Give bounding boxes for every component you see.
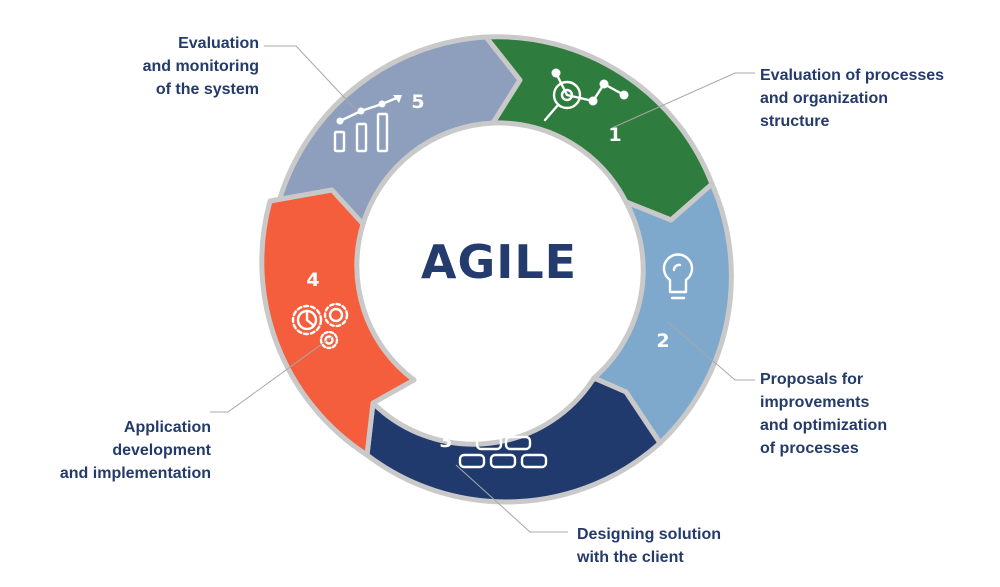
growth-chart-icon [333,95,402,153]
step-label-1: Evaluation of processes and organization… [760,67,945,130]
segment-step-1 [483,34,715,223]
lightbulb-icon [662,253,694,300]
gears-icon [291,302,349,350]
callout-line-2 [667,321,755,381]
step-number-3: 3 [439,430,452,452]
segment-step-3 [364,375,663,505]
step-number-5: 5 [411,91,424,113]
callout-line-3 [455,464,568,533]
step-label-2: Proposals for improvements and optimizat… [760,371,888,457]
step-number-1: 1 [608,124,621,146]
step-number-2: 2 [656,330,669,352]
callout-line-4 [210,335,334,413]
analysis-magnifier-icon [543,68,629,122]
step-label-3: Designing solution with the client [577,526,721,566]
bricks-icon [458,417,548,469]
step-number-4: 4 [306,269,319,291]
center-title: AGILE [421,235,577,289]
step-label-4: Application development and implementati… [59,419,211,482]
callout-line-1 [611,72,755,129]
callout-line-5 [264,45,357,111]
step-label-5: Evaluation and monitoring of the system [142,35,259,98]
segment-step-4 [259,187,417,458]
